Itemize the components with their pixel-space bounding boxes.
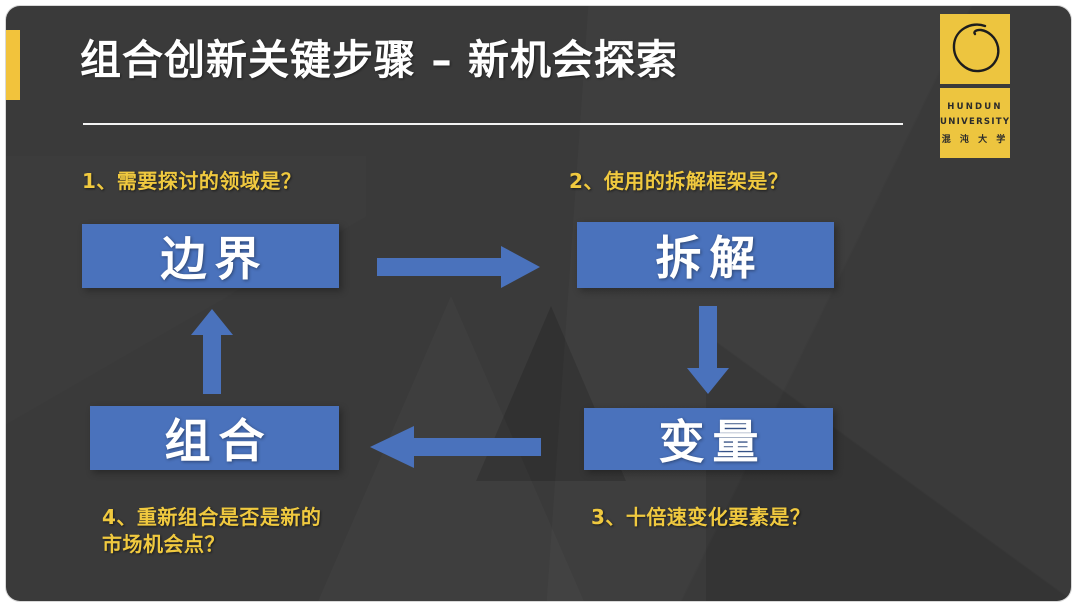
caption-question-3: 3、十倍速变化要素是？: [591, 505, 811, 529]
slide-canvas: 组合创新关键步骤 – 新机会探索 HUNDUN UNIVERSITY 混 沌 大…: [6, 6, 1071, 601]
hundun-circle-mark-icon: [940, 14, 1010, 84]
arrow-down-icon: [687, 306, 729, 394]
hundun-university-logo: HUNDUN UNIVERSITY 混 沌 大 学: [940, 14, 1010, 158]
caption-question-4-line1: 4、重新组合是否是新的: [102, 505, 322, 529]
logo-line-chinese: 混 沌 大 学: [941, 135, 1009, 145]
arrow-left-icon: [370, 426, 541, 468]
page-title: 组合创新关键步骤 – 新机会探索: [80, 36, 679, 84]
step-box-variable[interactable]: 变量: [584, 408, 833, 470]
caption-question-4: 4、重新组合是否是新的 市场机会点？: [102, 504, 402, 558]
title-accent-bar: [6, 30, 20, 100]
logo-line-hundun: HUNDUN: [947, 102, 1003, 112]
step-box-combine[interactable]: 组合: [90, 406, 339, 470]
step-box-decompose[interactable]: 拆解: [577, 222, 834, 288]
arrow-right-icon: [377, 246, 540, 288]
title-divider: [83, 123, 903, 125]
logo-wordmark: HUNDUN UNIVERSITY 混 沌 大 学: [940, 88, 1010, 158]
arrow-up-icon: [191, 309, 233, 394]
caption-question-1: 1、需要探讨的领域是？: [82, 169, 302, 193]
logo-line-university: UNIVERSITY: [940, 117, 1011, 127]
caption-question-2: 2、使用的拆解框架是？: [569, 169, 789, 193]
caption-question-4-line2: 市场机会点？: [102, 532, 225, 556]
step-box-boundary[interactable]: 边界: [82, 224, 339, 288]
